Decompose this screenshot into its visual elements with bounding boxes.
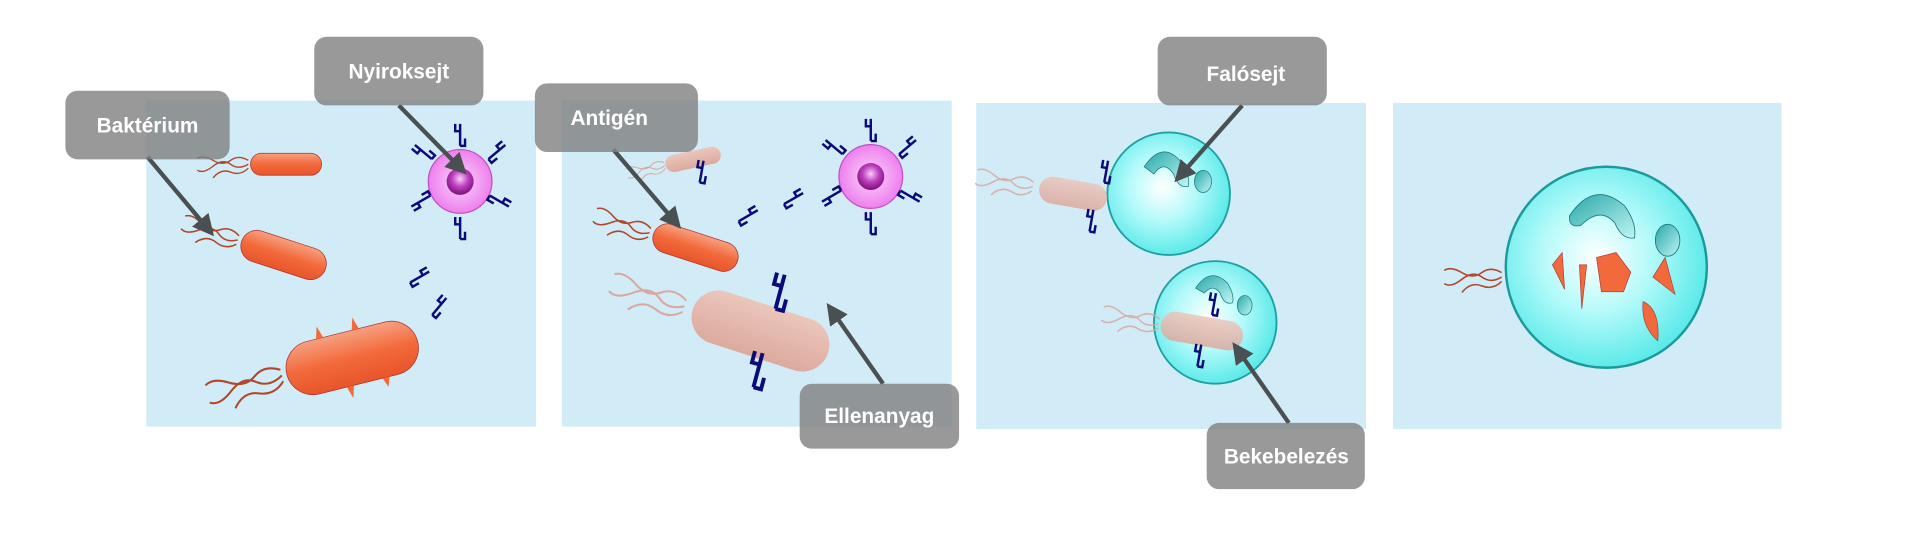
label-engulfment-text: Bekebelezés	[1224, 445, 1349, 468]
bacterium-engulfing	[972, 167, 1108, 211]
bacterium-pale-large	[604, 270, 830, 372]
label-antigen-text: Antigén	[570, 107, 648, 130]
bacterium-small	[196, 152, 322, 179]
label-bacterium-text: Baktérium	[97, 114, 199, 137]
label-bacterium: Baktérium	[65, 90, 230, 160]
label-antigen: Antigén	[534, 83, 698, 153]
bacterium-medium	[589, 206, 739, 272]
lymphocyte-cell	[818, 117, 924, 236]
bacterium-medium	[177, 213, 327, 280]
label-lymphocyte-text: Nyiroksejt	[348, 60, 449, 83]
label-antibody-text: Ellenanyag	[824, 405, 934, 428]
bacterium-engulfed	[1099, 304, 1244, 351]
phagocyte-digesting	[1443, 165, 1709, 369]
label-phagocyte: Falósejt	[1157, 36, 1327, 106]
bacterium-large	[203, 317, 419, 416]
label-antibody: Ellenanyag	[799, 383, 960, 449]
pointer-arrows	[145, 103, 1291, 425]
label-phagocyte-text: Falósejt	[1207, 63, 1286, 86]
label-lymphocyte: Nyiroksejt	[314, 36, 484, 106]
label-engulfment: Bekebelezés	[1206, 422, 1365, 490]
phagocyte-cell	[1106, 131, 1231, 256]
bacterium-pale-small	[625, 146, 721, 184]
